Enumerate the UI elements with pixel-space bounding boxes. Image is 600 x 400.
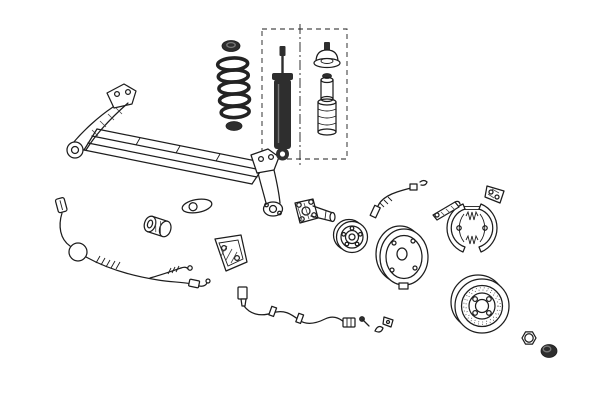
strut-top-mount — [313, 42, 341, 69]
wheel-hub-bearing — [332, 218, 369, 254]
brake-shoe-set — [446, 203, 498, 253]
mounting-bracket — [214, 234, 248, 272]
handbrake-cable — [54, 197, 211, 289]
abs-sensor-cable — [237, 286, 356, 328]
rear-axle-beam — [66, 83, 284, 217]
brake-hose — [369, 179, 428, 219]
handbrake-lever — [432, 200, 461, 221]
stub-axle — [294, 198, 336, 224]
brake-drum — [450, 274, 510, 334]
retainer-bracket — [484, 185, 505, 204]
coil-spring — [215, 56, 252, 120]
shock-absorber — [272, 46, 293, 161]
fastener-hardware — [359, 316, 394, 333]
spring-seat-lower — [225, 121, 243, 131]
dust-cap — [540, 344, 558, 358]
brake-backing-plate — [375, 225, 429, 290]
bump-stop-boot — [317, 73, 337, 136]
axle-bushing — [143, 215, 172, 238]
hub-nut — [521, 331, 537, 345]
assembly-boundary — [261, 28, 348, 160]
spring-seat-upper — [221, 40, 241, 52]
